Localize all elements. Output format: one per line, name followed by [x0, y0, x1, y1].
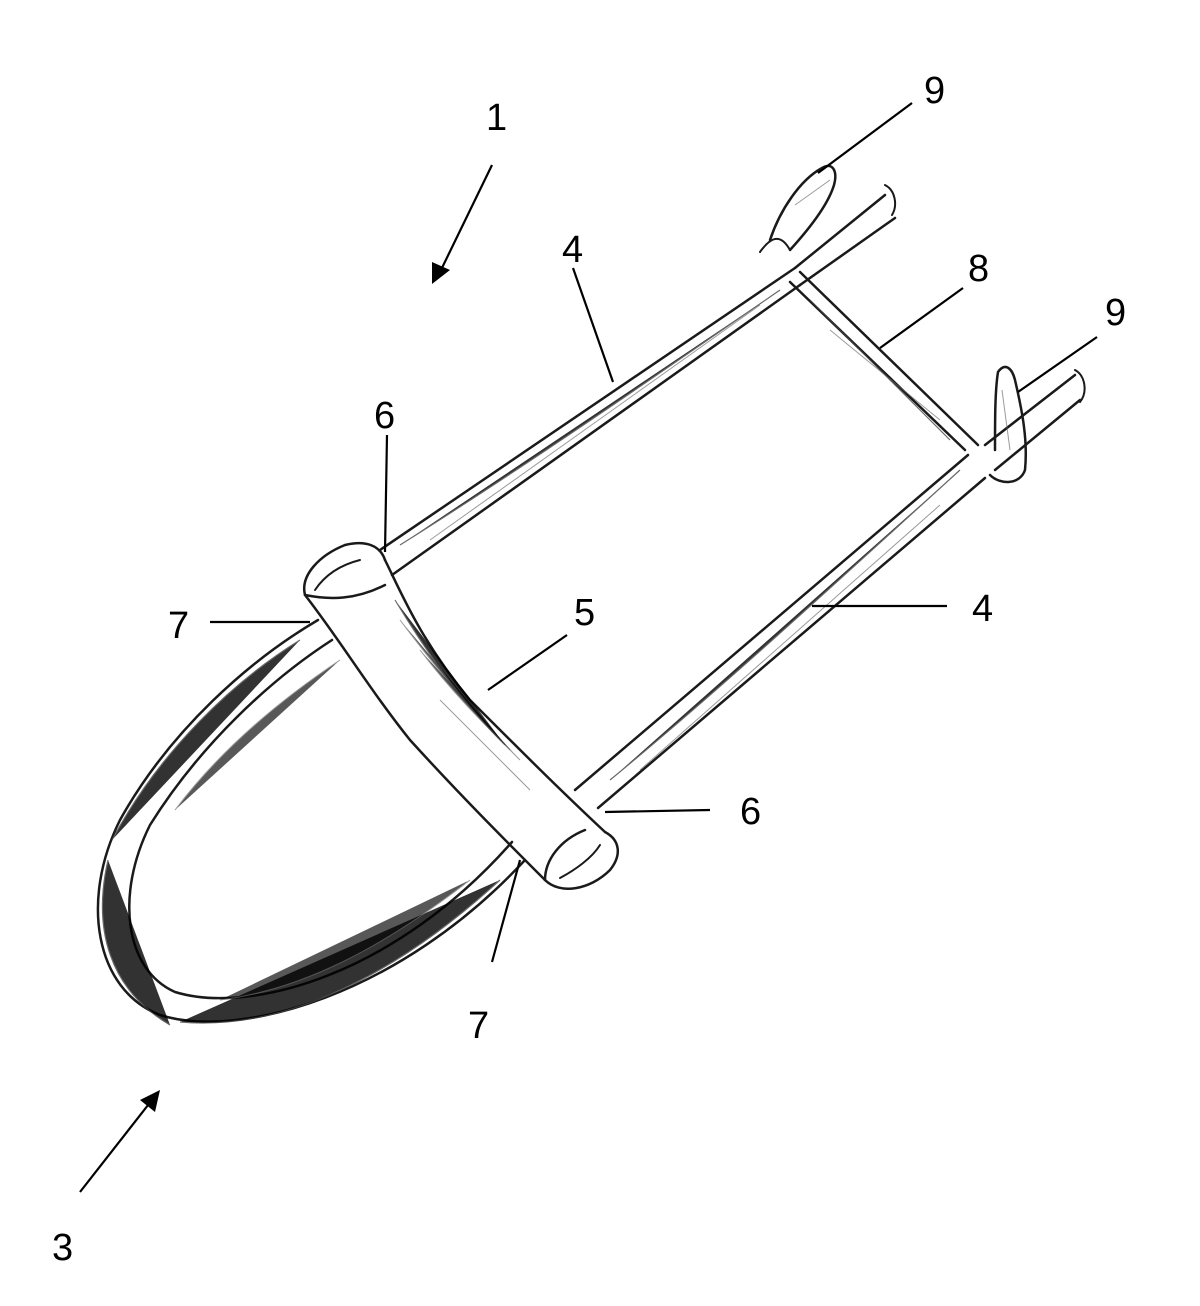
- label-3: 3: [52, 1227, 73, 1269]
- label-7-bottom: 7: [468, 1005, 489, 1047]
- u-loop: [96, 618, 527, 1026]
- tip-upper: [759, 164, 837, 253]
- bridge-block: [302, 541, 619, 890]
- leader-lines: [210, 102, 1098, 963]
- rail-lower: [573, 453, 987, 810]
- label-9-lower: 9: [1105, 292, 1126, 334]
- rod-extension-lower: [983, 369, 1086, 472]
- label-7-left: 7: [168, 605, 189, 647]
- label-4-upper: 4: [562, 229, 583, 271]
- label-9-upper: 9: [924, 70, 945, 112]
- label-8: 8: [968, 248, 989, 290]
- rail-upper: [378, 266, 802, 577]
- label-4-lower: 4: [972, 588, 993, 630]
- label-6-lower: 6: [740, 791, 761, 833]
- label-5: 5: [574, 592, 595, 634]
- arrow-3: [79, 1090, 160, 1193]
- crossbar: [788, 270, 980, 452]
- tip-lower: [988, 365, 1028, 484]
- rod-extension-upper: [793, 184, 897, 287]
- label-1: 1: [486, 97, 507, 139]
- label-6-upper: 6: [374, 395, 395, 437]
- arrow-1: [432, 164, 493, 284]
